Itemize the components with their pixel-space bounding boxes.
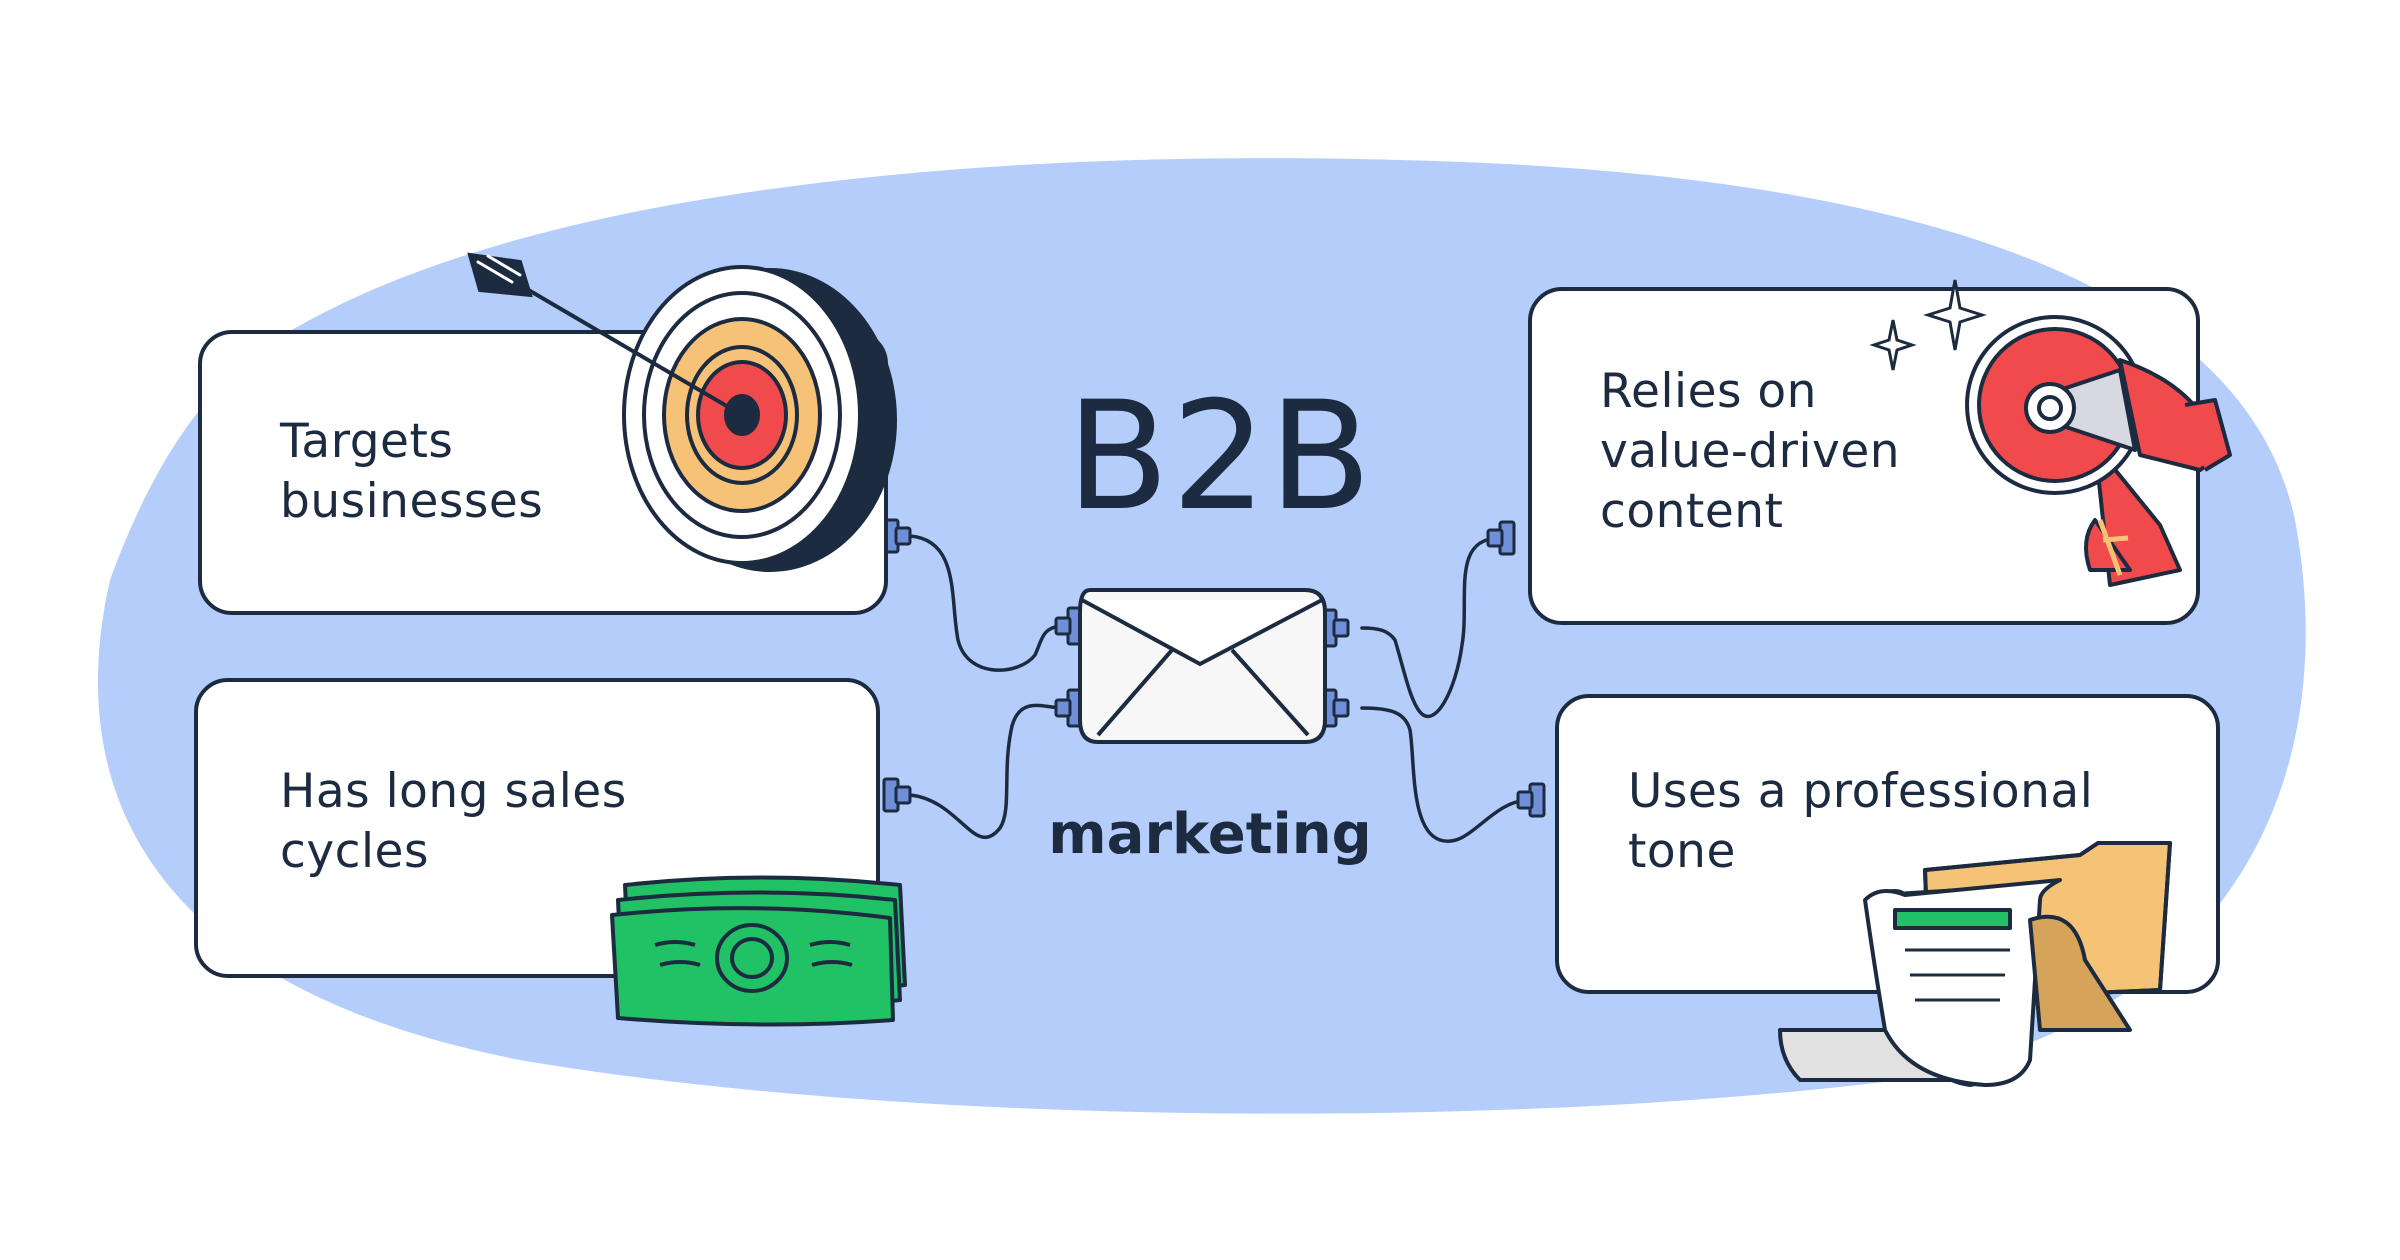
connector-wires	[908, 534, 1532, 844]
diagram-title: B2B	[1066, 370, 1374, 544]
arrow-icon	[467, 252, 744, 417]
card-text-targets: Targets businesses	[280, 414, 544, 529]
card-text-content: Relies on value-driven content	[1600, 364, 1901, 539]
target-icon	[622, 265, 897, 572]
card-text-sales: Has long sales cycles	[280, 764, 627, 879]
megaphone-icon	[1965, 315, 2232, 587]
sparkle-icon	[1869, 279, 1987, 371]
envelope-icon	[1078, 588, 1327, 744]
card-text-tone: Uses a professional tone	[1628, 764, 2094, 879]
money-icon	[610, 875, 907, 1027]
document-folder-icon	[1778, 841, 2172, 1087]
diagram-subtitle: marketing	[1048, 802, 1372, 867]
